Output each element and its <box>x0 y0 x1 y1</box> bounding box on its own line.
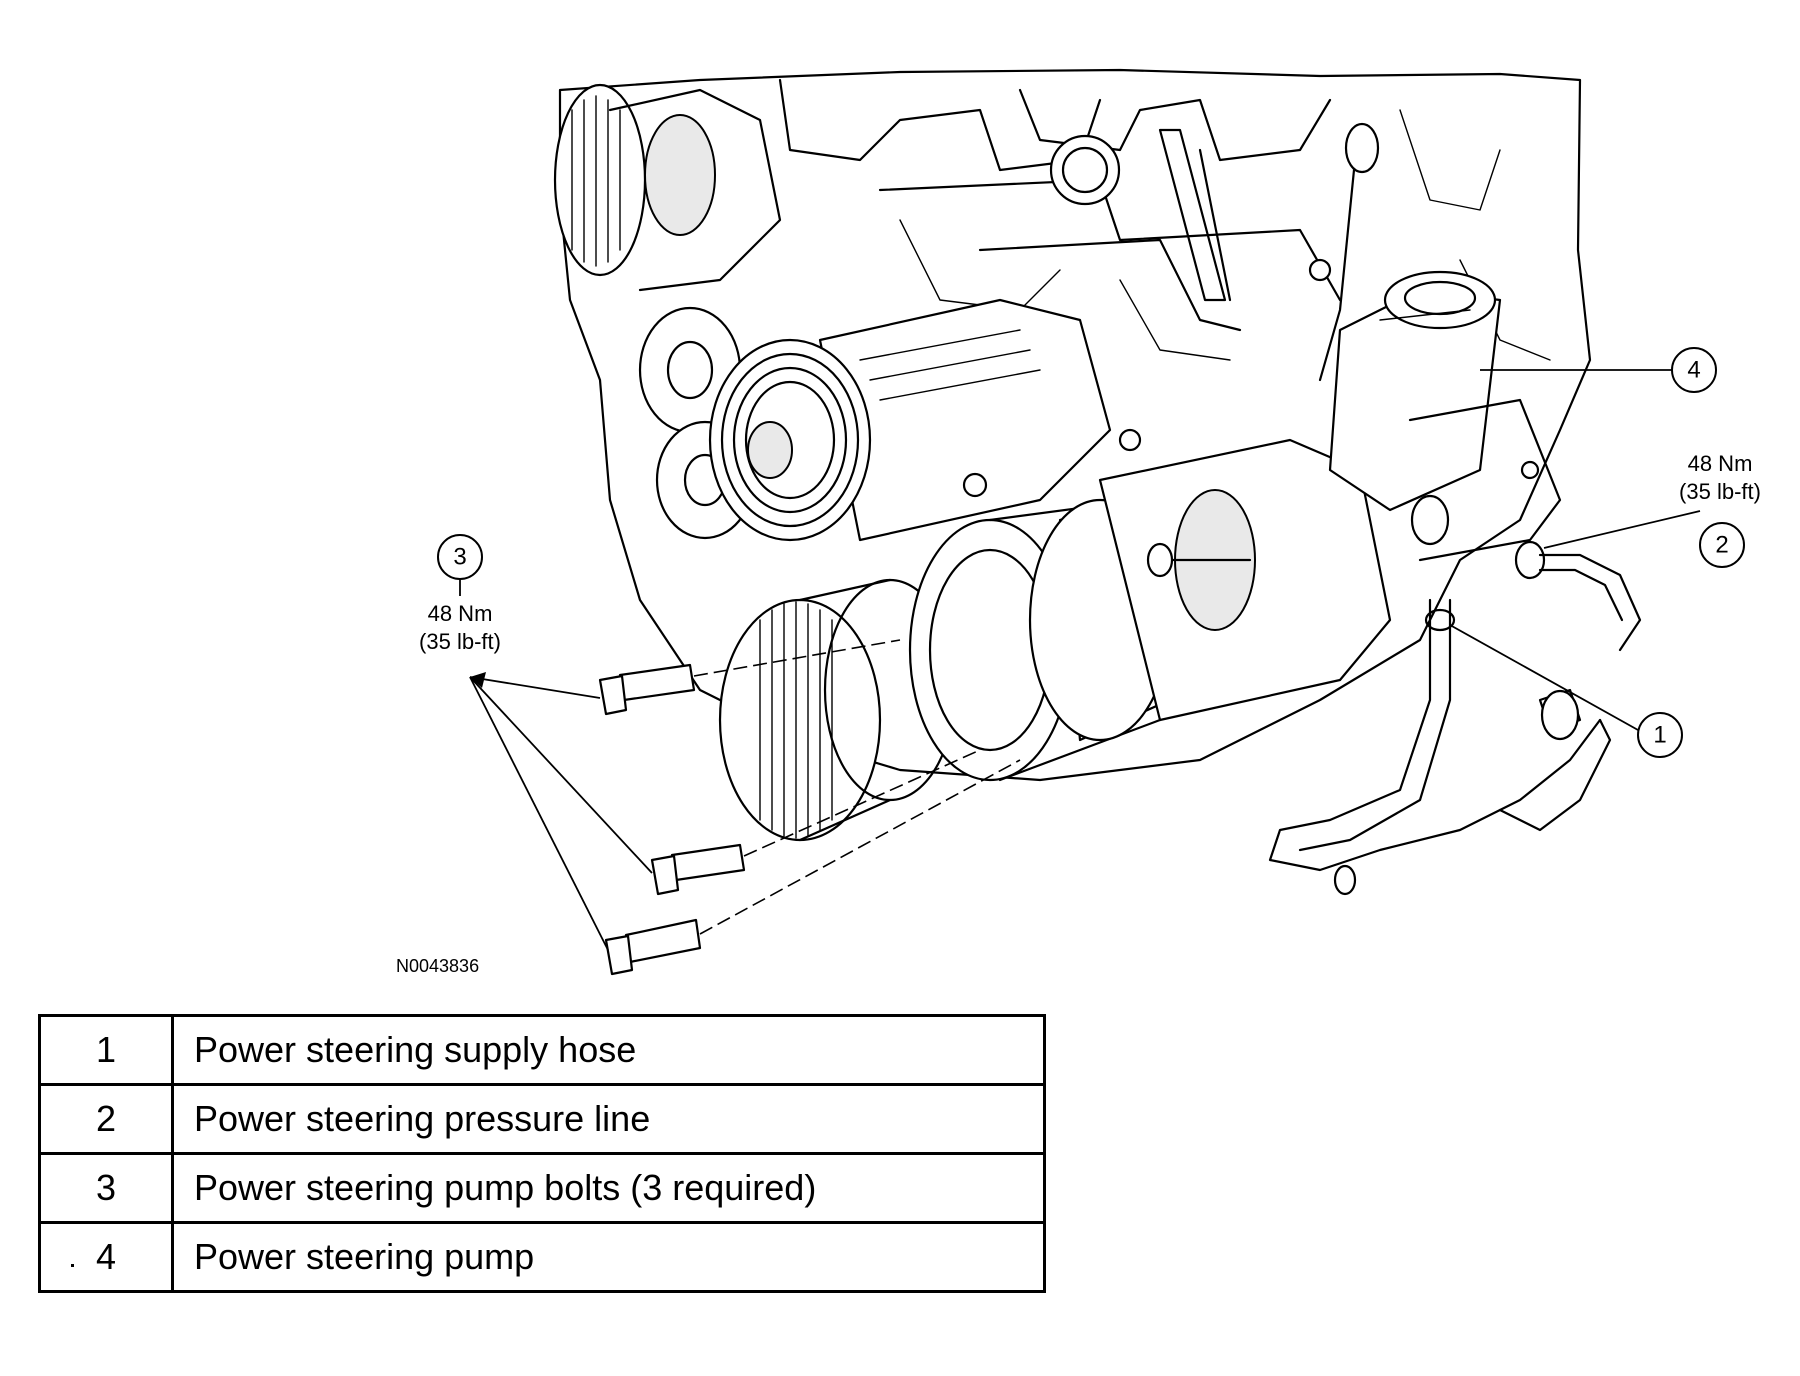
legend-number: 4 <box>38 1221 174 1293</box>
callout-3-torque-lbft: (35 lb-ft) <box>419 629 501 654</box>
supply-hose <box>1268 598 1612 896</box>
svg-text:4: 4 <box>1687 357 1700 384</box>
legend-row: 2 Power steering pressure line <box>38 1083 1046 1155</box>
legend-row: 3 Power steering pump bolts (3 required) <box>38 1152 1046 1224</box>
alternator <box>553 83 782 292</box>
bolt-middle <box>650 749 981 896</box>
legend-description: Power steering pressure line <box>171 1083 1046 1155</box>
pump-bolts <box>598 639 1021 976</box>
power-steering-pump <box>908 270 1562 782</box>
legend-number: 1 <box>38 1014 174 1086</box>
scan-speck <box>71 1264 74 1267</box>
svg-text:2: 2 <box>1715 532 1728 559</box>
legend-description: Power steering supply hose <box>171 1014 1046 1086</box>
callout-2-torque-nm: 48 Nm <box>1688 451 1753 476</box>
pressure-line <box>1410 494 1642 652</box>
callout-4: 4 <box>1671 347 1717 393</box>
legend-description: Power steering pump bolts (3 required) <box>171 1152 1046 1224</box>
legend-description: Power steering pump <box>171 1221 1046 1293</box>
legend-number-text: 4 <box>95 1236 117 1277</box>
figure-id: N0043836 <box>396 956 479 976</box>
bolt-lower <box>604 759 1021 976</box>
callout-3-torque-nm: 48 Nm <box>428 601 493 626</box>
callout-3: 3 <box>437 534 483 580</box>
callout-1: 1 <box>1637 712 1683 758</box>
callout-3-leaders <box>469 672 653 951</box>
svg-text:3: 3 <box>453 544 466 571</box>
engine-illustration: 3 48 Nm (35 lb-ft) 4 48 Nm (35 lb-ft) 2 … <box>396 68 1761 976</box>
legend-row: 1 Power steering supply hose <box>38 1014 1046 1086</box>
callout-2-torque-lbft: (35 lb-ft) <box>1679 479 1761 504</box>
bolt-upper <box>598 639 901 716</box>
legend-row: 4 Power steering pump <box>38 1221 1046 1293</box>
crankshaft-pulley <box>718 578 957 842</box>
ac-compressor <box>708 298 1112 542</box>
legend-number: 3 <box>38 1152 174 1224</box>
legend-table: 1 Power steering supply hose 2 Power ste… <box>38 1014 1046 1293</box>
legend-number: 2 <box>38 1083 174 1155</box>
svg-text:1: 1 <box>1653 722 1666 749</box>
callout-2: 2 <box>1699 522 1745 568</box>
